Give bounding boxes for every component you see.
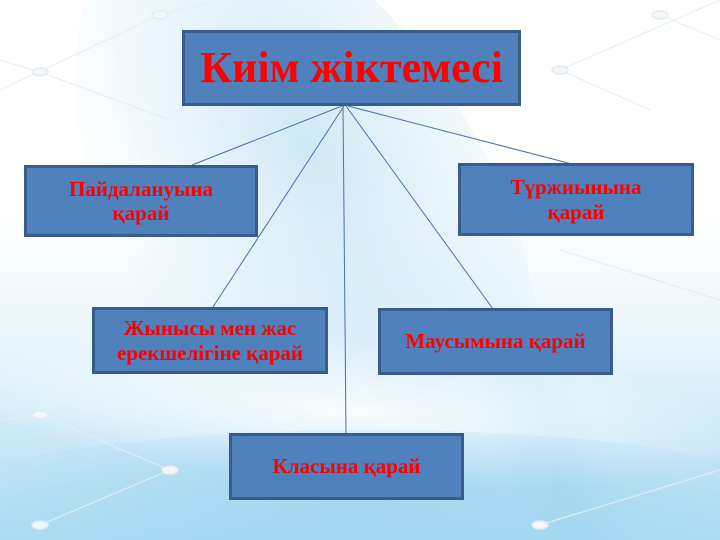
- node-purpose-label: Пайдалануына қарай: [68, 176, 214, 225]
- diagram-title: Киім жіктемесі: [200, 42, 503, 92]
- diagram-title-box: Киім жіктемесі: [182, 30, 521, 106]
- node-class-label: Класына қарай: [272, 454, 421, 479]
- node-purpose: Пайдалануына қарай: [24, 165, 258, 237]
- node-type-label: Түржиынына қарай: [510, 175, 642, 224]
- node-season: Маусымына қарай: [378, 308, 613, 375]
- node-type: Түржиынына қарай: [458, 163, 694, 236]
- node-gender-age: Жынысы мен жас ерекшелігіне қарай: [92, 307, 328, 374]
- node-class: Класына қарай: [229, 433, 464, 500]
- node-gender-age-label: Жынысы мен жас ерекшелігіне қарай: [116, 316, 303, 365]
- node-season-label: Маусымына қарай: [405, 329, 586, 354]
